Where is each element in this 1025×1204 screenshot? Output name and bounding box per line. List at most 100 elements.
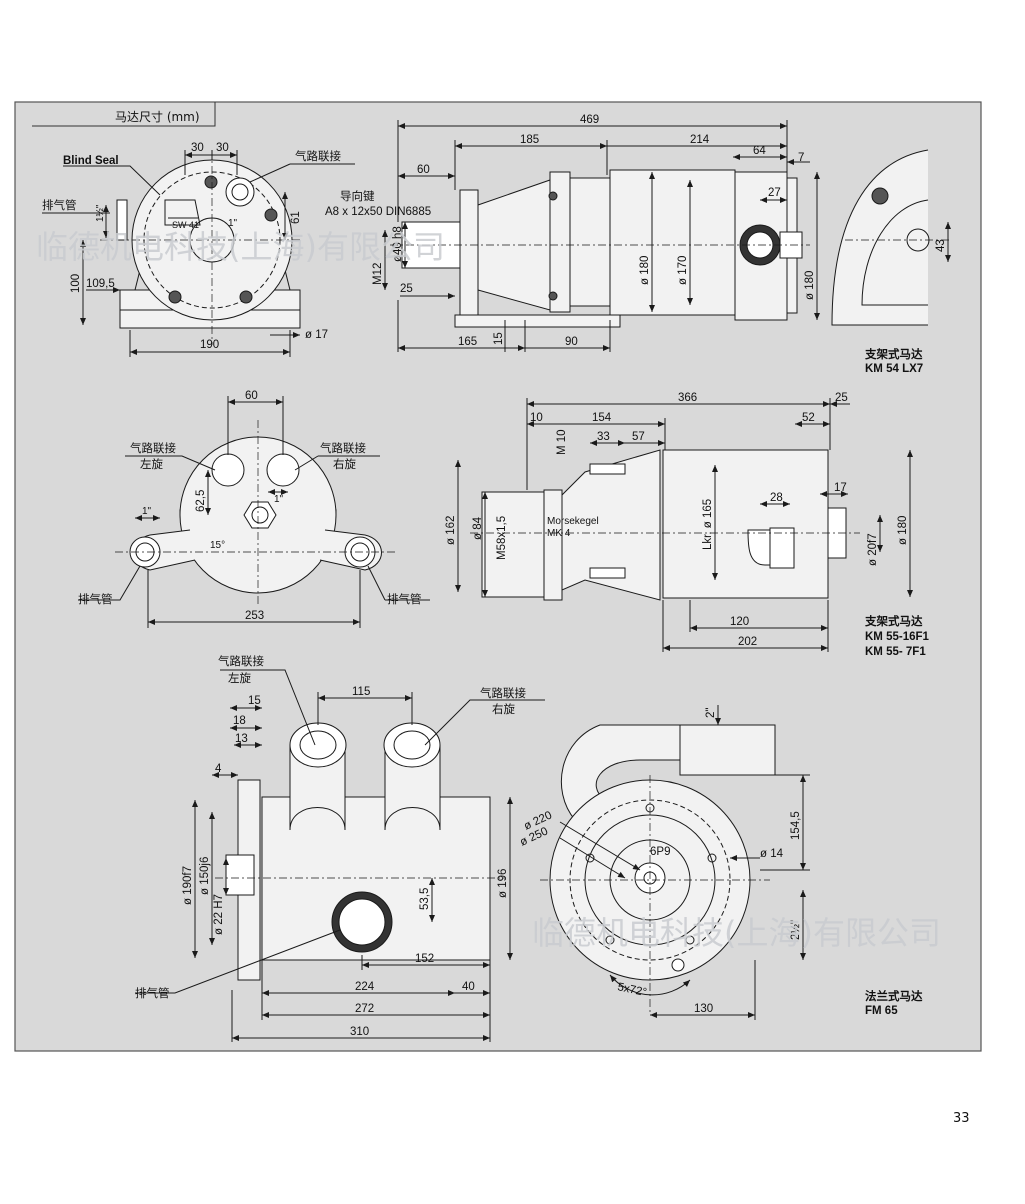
dim-d180b: ø 180 [804,271,816,300]
label-exhaust-1: 排气管 [42,198,77,212]
dim-d22h7: ø 22 H7 [213,894,225,935]
caption-km54-name: 支架式马达 [864,347,923,361]
dim-d190f7: ø 190f7 [182,866,194,905]
dim-40: 40 [462,981,475,993]
dim-m10: M 10 [556,429,568,455]
dim-90: 90 [565,336,578,348]
dim-30a: 30 [191,142,204,154]
label-exhaust-2r: 排气管 [387,592,422,606]
dim-d40h8: ø40 h8 [392,226,404,262]
dim-d180a: ø 180 [639,256,651,285]
caption-km54-model: KM 54 LX7 [865,363,923,375]
caption-fm65-name: 法兰式马达 [865,989,923,1003]
dim-2in: 2" [705,708,717,718]
label-inch1-v1: 1" [228,218,238,229]
dim-43: 43 [935,239,947,252]
label-air-conn-2r: 气路联接 [320,441,366,455]
label-exhaust-2l: 排气管 [78,592,113,606]
dim-60-v1: 60 [417,164,430,176]
label-air-conn-2l: 气路联接 [130,441,176,455]
dim-17-v2: 17 [834,482,847,494]
dim-d162: ø 162 [445,516,457,545]
view-km54-side [382,120,820,352]
dim-469: 469 [580,114,599,126]
dim-d14: ø 14 [760,848,784,860]
dim-15-v1: 15 [493,332,505,345]
dim-10: 10 [530,412,543,424]
dim-13: 13 [235,733,248,745]
dim-d196: ø 196 [497,869,509,898]
header-tab: 马达尺寸 (mm) [32,102,216,127]
label-inch1-2b: 1" [274,494,284,505]
dim-52: 52 [802,412,815,424]
label-air-conn-3l: 气路联接 [218,654,264,668]
dim-d17: ø 17 [305,329,328,341]
dim-2-5in: 2½" [790,920,802,940]
dim-27: 27 [768,187,781,199]
view-km55-front [78,396,430,628]
dim-4: 4 [215,763,222,775]
label-morse-2: MK 4 [547,528,571,539]
label-inch15-v1: 1½" [95,204,106,222]
dim-272: 272 [355,1003,374,1015]
label-key-spec: A8 x 12x50 DIN6885 [325,206,431,218]
dim-115: 115 [352,686,370,698]
page-number: 33 [953,1111,970,1126]
dim-25-v2: 25 [835,392,848,404]
dim-60-v2: 60 [245,390,258,402]
watermark-top: 临德机电科技(上海)有限公司 [36,228,445,266]
view-fm65-front [540,705,810,1020]
dim-m12: M12 [372,263,384,285]
dim-202: 202 [738,636,757,648]
label-right-2: 右旋 [333,457,356,471]
dim-25-v1: 25 [400,283,413,295]
label-left-3: 左旋 [228,671,251,685]
dim-130: 130 [694,1003,713,1015]
caption-fm65-model: FM 65 [865,1005,898,1017]
label-inch1-2a: 1" [142,506,152,517]
label-sw41: SW 41 [172,220,199,230]
dim-100: 100 [70,274,82,293]
label-right-3: 右旋 [492,702,515,716]
dim-33: 33 [597,431,610,443]
dim-18: 18 [233,715,246,727]
caption-km55-model1: KM 55-16F1 [865,631,930,643]
dim-15-v3: 15 [248,695,261,707]
dim-61: 61 [290,211,302,224]
label-blind-seal: Blind Seal [63,155,119,167]
dim-15deg: 15° [210,540,225,551]
dim-d20f7: ø 20f7 [867,533,879,566]
dim-310: 310 [350,1026,369,1038]
dim-185: 185 [520,134,539,146]
dim-366: 366 [678,392,697,404]
dim-57: 57 [632,431,645,443]
dim-165: 165 [458,336,477,348]
dim-154: 154 [592,412,612,424]
dim-6p9: 6P9 [650,846,670,858]
label-exhaust-3: 排气管 [135,986,170,1000]
dim-152: 152 [415,953,434,965]
caption-km55-name: 支架式马达 [864,614,923,628]
label-air-conn-1: 气路联接 [295,149,341,163]
view-km54-front [42,150,355,357]
view-km54-end [831,149,951,326]
dim-53-5: 53,5 [419,888,431,910]
dim-64: 64 [753,145,766,157]
page-title: 马达尺寸 (mm) [115,110,200,124]
label-left-2: 左旋 [140,457,163,471]
dim-d180-v2: ø 180 [897,516,909,545]
dim-154-5: 154,5 [790,811,802,840]
watermark-bottom: 临德机电科技(上海)有限公司 [532,914,941,952]
dim-224: 224 [355,981,375,993]
dim-d84: ø 84 [472,516,484,540]
dim-m58: M58x1,5 [496,516,508,560]
caption-km55-model2: KM 55- 7F1 [865,646,926,658]
label-key: 导向键 [340,189,375,203]
dim-d170: ø 170 [677,256,689,285]
view-fm65-side [135,669,545,1042]
label-morse-1: Morsekegel [547,516,599,527]
dim-28: 28 [770,492,783,504]
dim-253: 253 [245,610,264,622]
dim-109-5: 109,5 [86,278,115,290]
